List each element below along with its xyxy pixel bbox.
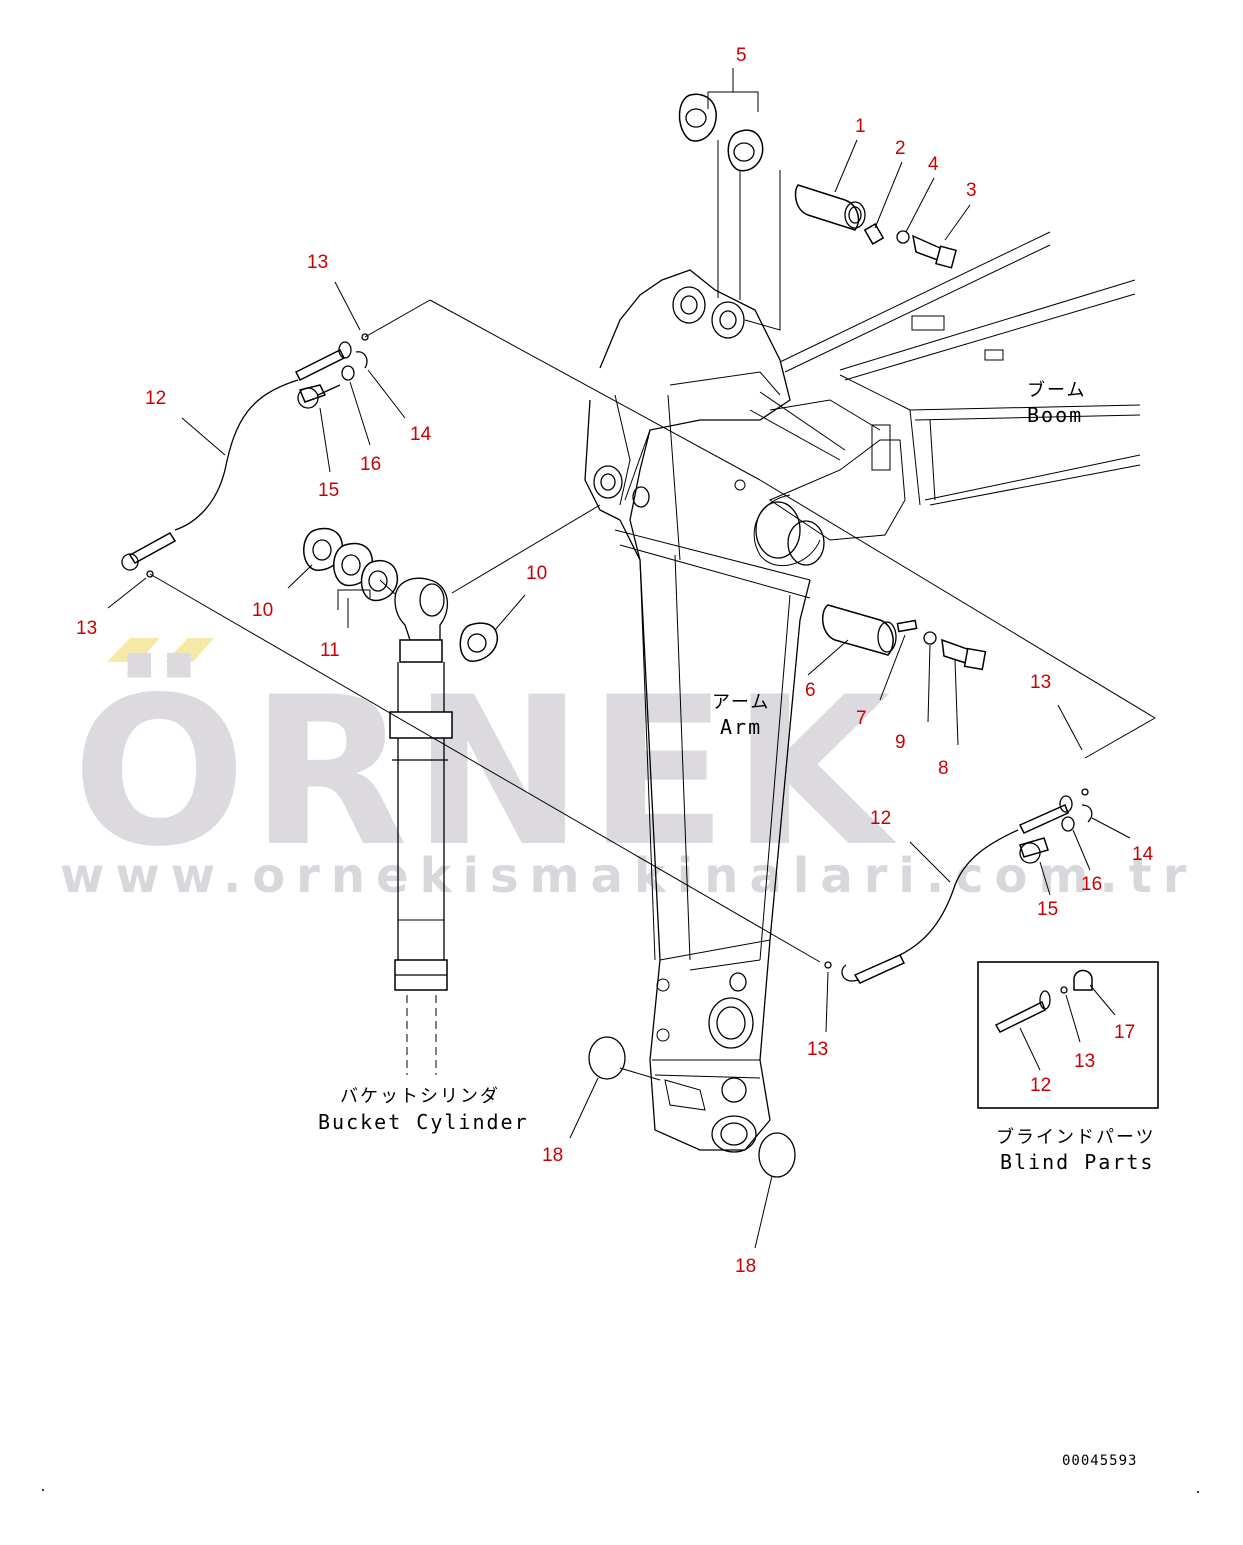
callout-15-right: 15 <box>1037 899 1058 920</box>
blind-parts-box <box>977 961 1159 1109</box>
callout-13-top-left: 13 <box>307 252 328 273</box>
watermark-url: www.ornekismakinalari.com.tr <box>60 848 1197 904</box>
blind-parts-label: Blind Parts <box>1000 1150 1154 1174</box>
callout-13-right: 13 <box>1030 672 1051 693</box>
callout-10-right: 10 <box>526 563 547 584</box>
callout-13-bottom: 13 <box>807 1039 828 1060</box>
reference-lines <box>149 299 1156 963</box>
o-rings <box>588 1036 796 1178</box>
boom-structure <box>749 231 1141 567</box>
callout-12-left: 12 <box>145 388 166 409</box>
wire-right <box>824 788 1093 984</box>
upper-pin-assembly <box>678 93 957 331</box>
callout-12-right: 12 <box>870 808 891 829</box>
callout-14-right: 14 <box>1132 844 1154 865</box>
callout-13-blind: 13 <box>1074 1051 1095 1072</box>
drawing-id: 00045593 <box>1062 1453 1137 1469</box>
callout-14-left: 14 <box>410 424 432 445</box>
lower-pin-assembly <box>821 604 987 671</box>
callout-17: 17 <box>1114 1022 1135 1043</box>
arm-label: Arm <box>720 715 762 739</box>
component-labels: ブーム Boom アーム Arm バケットシリンダ Bucket Cylinde… <box>318 379 1156 1469</box>
callout-16-right: 16 <box>1081 874 1102 895</box>
callout-8: 8 <box>938 758 949 779</box>
bucket-cylinder-label-jp: バケットシリンダ <box>340 1086 500 1107</box>
watermark-umlaut <box>107 638 214 662</box>
callout-4: 4 <box>928 154 939 175</box>
callout-11: 11 <box>320 640 340 661</box>
bucket-cylinder-label: Bucket Cylinder <box>318 1110 529 1134</box>
leader-lines <box>107 68 1131 1249</box>
arm-label-jp: アーム <box>712 692 770 713</box>
boom-label-jp: ブーム <box>1027 379 1086 401</box>
callout-10-left: 10 <box>252 600 273 621</box>
boom-label: Boom <box>1027 403 1083 427</box>
wire-left <box>121 333 369 578</box>
callout-3: 3 <box>966 180 977 201</box>
callouts: 5 1 2 4 3 13 12 14 16 15 10 10 13 11 6 7… <box>76 45 1154 1277</box>
callout-6: 6 <box>805 680 816 701</box>
callout-16-left: 16 <box>360 454 381 475</box>
blind-parts-label-jp: ブラインドパーツ <box>996 1126 1156 1148</box>
callout-5: 5 <box>736 45 747 66</box>
callout-18-left: 18 <box>542 1145 563 1166</box>
bucket-cylinder <box>389 577 453 1075</box>
arm-structure <box>584 269 811 1153</box>
callout-13-left: 13 <box>76 618 97 639</box>
callout-1: 1 <box>855 116 866 137</box>
callout-18-right: 18 <box>735 1256 756 1277</box>
watermark: ÖRNEK www.ornekismakinalari.com.tr <box>60 638 1197 904</box>
callout-15-left: 15 <box>318 480 339 501</box>
callout-2: 2 <box>895 138 906 159</box>
callout-12-blind: 12 <box>1030 1075 1051 1096</box>
watermark-brand: ÖRNEK <box>72 653 898 892</box>
callout-7: 7 <box>856 708 867 729</box>
callout-9: 9 <box>895 732 906 753</box>
corner-dot <box>42 1489 1199 1493</box>
